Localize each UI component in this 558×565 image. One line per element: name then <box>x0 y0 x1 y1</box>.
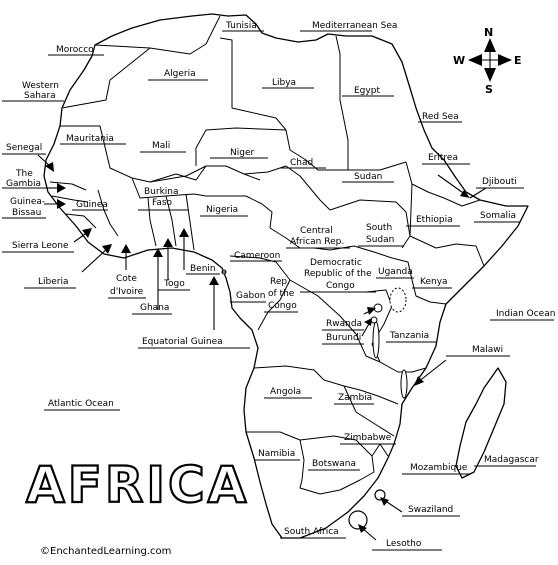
label-drc-2: Republic of the <box>304 269 372 279</box>
label-south-sudan-2: Sudan <box>366 235 394 245</box>
label-uganda: Uganda <box>378 267 413 277</box>
label-zambia: Zambia <box>338 393 372 403</box>
africa-coastline <box>43 13 529 539</box>
label-djibouti: Djibouti <box>482 177 517 187</box>
label-namibia: Namibia <box>258 449 295 459</box>
label-south-africa: South Africa <box>284 527 339 537</box>
label-cote-2: d'Ivoire <box>110 287 144 297</box>
copyright-text: ©EnchantedLearning.com <box>40 546 171 557</box>
label-malawi: Malawi <box>472 345 503 355</box>
label-gabon: Gabon <box>236 291 265 301</box>
label-guinea: Guinea <box>76 200 108 210</box>
lesotho-circle <box>348 510 368 530</box>
label-botswana: Botswana <box>312 459 356 469</box>
label-car-2: African Rep. <box>290 237 344 247</box>
label-somalia: Somalia <box>480 211 516 221</box>
label-cameroon: Cameroon <box>234 251 280 261</box>
label-swaziland: Swaziland <box>408 505 453 515</box>
label-chad: Chad <box>290 158 313 168</box>
label-equatorial-guinea: Equatorial Guinea <box>142 337 223 347</box>
label-lesotho: Lesotho <box>386 539 422 549</box>
label-nigeria: Nigeria <box>206 205 238 215</box>
compass-north: N <box>484 26 493 39</box>
label-niger: Niger <box>230 148 254 158</box>
label-burkina-faso-1: Burkina <box>144 187 179 197</box>
label-gambia-1: The <box>15 169 33 179</box>
label-guinea-bissau-2: Bissau <box>12 208 41 218</box>
label-roc-1: Rep. <box>270 277 290 287</box>
label-burundi: Burundi <box>326 333 361 343</box>
label-mozambique: Mozambique <box>410 463 468 473</box>
madagascar-island <box>455 367 507 479</box>
lake-tanganyika <box>372 321 380 359</box>
label-indian-ocean: Indian Ocean <box>496 309 555 319</box>
label-drc-1: Democratic <box>310 258 362 268</box>
compass-rose: N S W E <box>453 26 522 96</box>
label-red-sea: Red Sea <box>422 112 459 122</box>
label-tunisia: Tunisia <box>225 21 257 31</box>
label-mediterranean-sea: Mediterranean Sea <box>312 21 397 31</box>
label-senegal: Senegal <box>6 143 42 153</box>
swaziland-circle <box>374 489 386 501</box>
label-mauritania: Mauritania <box>66 134 114 144</box>
pointer-arrows <box>37 154 487 541</box>
label-guinea-bissau-1: Guinea- <box>10 197 45 207</box>
label-tanzania: Tanzania <box>389 331 429 341</box>
label-kenya: Kenya <box>420 277 448 287</box>
lake-victoria <box>389 287 407 313</box>
label-liberia: Liberia <box>38 277 68 287</box>
label-benin: Benin <box>190 264 216 274</box>
label-drc-3: Congo <box>326 281 355 291</box>
compass-south: S <box>485 83 493 96</box>
label-zimbabwe: Zimbabwe <box>344 433 392 443</box>
label-rwanda: Rwanda <box>326 319 362 329</box>
label-sierra-leone: Sierra Leone <box>12 241 69 251</box>
label-western-sahara-1: Western <box>22 81 59 91</box>
label-gambia-2: Gambia <box>6 179 41 189</box>
label-western-sahara-2: Sahara <box>24 91 56 101</box>
label-togo: Togo <box>163 279 185 289</box>
label-libya: Libya <box>272 78 296 88</box>
label-algeria: Algeria <box>164 69 196 79</box>
label-atlantic-ocean: Atlantic Ocean <box>48 399 114 409</box>
label-madagascar: Madagascar <box>484 455 539 465</box>
label-south-sudan-1: South <box>366 223 392 233</box>
label-ghana: Ghana <box>140 303 169 313</box>
label-sudan: Sudan <box>354 172 382 182</box>
label-mali: Mali <box>152 141 170 151</box>
compass-east: E <box>514 54 522 67</box>
label-cote-1: Cote <box>116 274 137 284</box>
label-egypt: Egypt <box>354 86 380 96</box>
label-car-1: Central <box>300 226 333 236</box>
label-angola: Angola <box>270 387 301 397</box>
burundi-circle <box>370 316 378 324</box>
lake-malawi <box>400 369 408 399</box>
label-underlines <box>2 30 554 551</box>
label-roc-3: Congo <box>268 301 297 311</box>
label-eritrea: Eritrea <box>428 153 458 163</box>
label-roc-2: of the <box>268 289 295 299</box>
label-ethiopia: Ethiopia <box>416 215 453 225</box>
map-title: AFRICA <box>26 456 249 514</box>
map-labels: Tunisia Mediterranean Sea Morocco Algeri… <box>6 21 555 549</box>
compass-west: W <box>453 54 465 67</box>
label-burkina-faso-2: Faso <box>152 198 173 208</box>
label-morocco: Morocco <box>56 45 94 55</box>
